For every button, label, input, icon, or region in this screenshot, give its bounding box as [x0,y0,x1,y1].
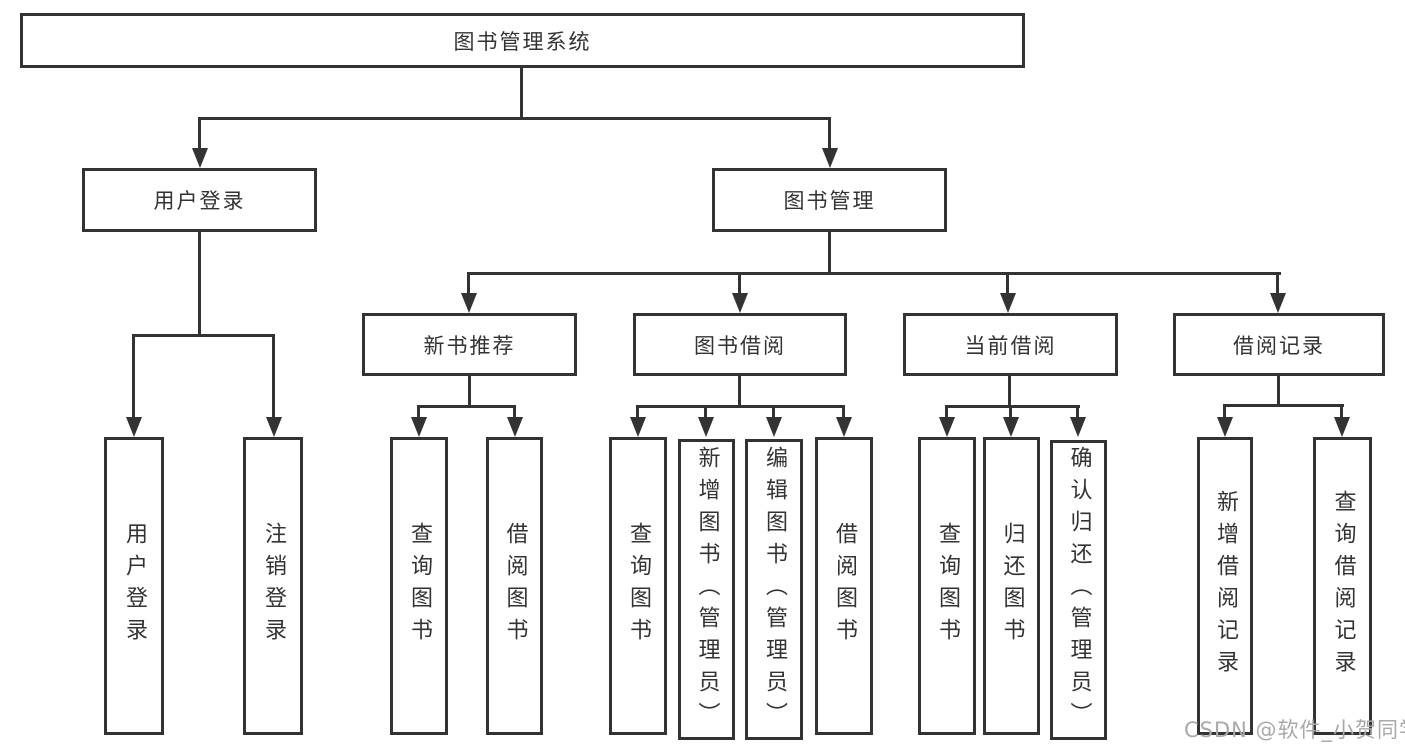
arrow-down-icon [630,417,646,437]
connector-drop-leaf [1340,404,1343,419]
connector-drop-leaf [842,405,845,419]
connector-drop-leaf [132,334,135,419]
connector-group-stem [1277,376,1280,407]
arrow-down-icon [732,293,748,313]
connector-group-hbar [1223,404,1344,407]
connector-drop-leaf [272,334,275,419]
connector-drop-leaf [636,405,639,419]
arrow-down-icon [1000,293,1016,313]
node-user-login-label: 用户登录 [153,189,246,213]
connector-group-hbar [636,405,845,408]
connector-drop-group [1006,272,1009,295]
node-borrow-records-label: 借阅记录 [1233,333,1325,358]
leaf-return-books-label: 归还图书 [999,522,1025,650]
leaf-query-borrow-record: 查询借阅记录 [1313,437,1372,735]
leaf-borrowing-query-books: 查询图书 [609,437,667,735]
leaf-query-borrow-record-label: 查询借阅记录 [1330,490,1356,682]
arrow-down-icon [411,417,427,437]
connector-group-stem [738,376,741,408]
arrow-down-icon [766,417,782,437]
connector-book-management-stem [828,232,831,275]
connector-root-hbar [198,117,831,120]
connector-drop-leaf [945,405,948,419]
connector-drop-leaf [1076,405,1079,419]
csdn-watermark: CSDN @软件_小贺同学 [1184,718,1405,742]
node-new-book-recommend-label: 新书推荐 [423,333,516,358]
leaf-edit-books-admin: 编辑图书（管理员） [745,439,803,740]
arrow-down-icon [1270,293,1286,313]
arrow-down-icon [1334,417,1350,437]
connector-group-hbar [945,405,1080,408]
leaf-borrowing-query-books-label: 查询图书 [626,522,651,650]
connector-drop-leaf [1009,405,1012,419]
leaf-user-login-label: 用户登录 [122,522,147,650]
connector-drop-book-management [828,117,831,150]
leaf-logout: 注销登录 [243,437,303,735]
leaf-current-query-books-label: 查询图书 [935,522,960,650]
connector-drop-group [1276,272,1279,295]
leaf-edit-books-admin-label: 编辑图书（管理员） [762,445,787,734]
arrow-down-icon [192,148,208,168]
leaf-borrowing-borrow-books-label: 借阅图书 [832,522,857,650]
leaf-recommend-query-books-label: 查询图书 [407,522,432,650]
leaf-recommend-borrow-books: 借阅图书 [486,437,543,735]
arrow-down-icon [507,417,523,437]
connector-group-hbar [417,405,516,408]
connector-user-login-stem [198,232,201,337]
node-book-management-label: 图书管理 [783,189,876,213]
leaf-logout-label: 注销登录 [261,522,286,650]
arrow-down-icon [266,417,282,437]
leaf-return-books: 归还图书 [983,437,1040,735]
connector-book-management-hbar [467,272,1281,275]
node-book-borrowing: 图书借阅 [633,313,847,376]
connector-drop-leaf [772,405,775,419]
arrow-down-icon [939,417,955,437]
leaf-current-query-books: 查询图书 [918,437,976,735]
arrow-down-icon [1217,417,1233,437]
arrow-down-icon [1003,417,1019,437]
arrow-down-icon [822,148,838,168]
leaf-borrowing-borrow-books: 借阅图书 [815,437,873,735]
node-current-borrowing: 当前借阅 [903,313,1118,376]
node-root-label: 图书管理系统 [453,29,592,54]
node-book-borrowing-label: 图书借阅 [694,333,786,358]
leaf-recommend-borrow-books-label: 借阅图书 [502,522,528,650]
connector-drop-group [467,272,470,295]
connector-drop-leaf [704,405,707,419]
connector-drop-group [738,272,741,295]
node-current-borrowing-label: 当前借阅 [964,333,1057,358]
leaf-user-login: 用户登录 [104,437,164,735]
connector-root-stem [520,68,523,119]
leaf-recommend-query-books: 查询图书 [390,437,448,735]
node-user-login: 用户登录 [82,168,317,232]
connector-user-login-hbar [132,334,275,337]
arrow-down-icon [1070,417,1086,437]
connector-group-stem [468,376,471,408]
leaf-add-books-admin: 新增图书（管理员） [678,439,735,740]
leaf-confirm-return-admin: 确认归还（管理员） [1050,440,1107,740]
leaf-confirm-return-admin-label: 确认归还（管理员） [1066,446,1092,734]
node-book-management: 图书管理 [712,168,947,232]
arrow-down-icon [461,293,477,313]
arrow-down-icon [698,417,714,437]
node-new-book-recommend: 新书推荐 [362,313,577,376]
leaf-add-borrow-record: 新增借阅记录 [1197,437,1253,735]
connector-drop-user-login [198,117,201,150]
leaf-add-borrow-record-label: 新增借阅记录 [1213,490,1238,682]
connector-drop-leaf [1223,404,1226,419]
arrow-down-icon [836,417,852,437]
connector-group-stem [1008,376,1011,408]
arrow-down-icon [126,417,142,437]
node-root: 图书管理系统 [20,13,1025,68]
node-borrow-records: 借阅记录 [1173,313,1385,376]
leaf-add-books-admin-label: 新增图书（管理员） [694,445,720,734]
connector-drop-leaf [417,405,420,419]
connector-drop-leaf [513,405,516,419]
